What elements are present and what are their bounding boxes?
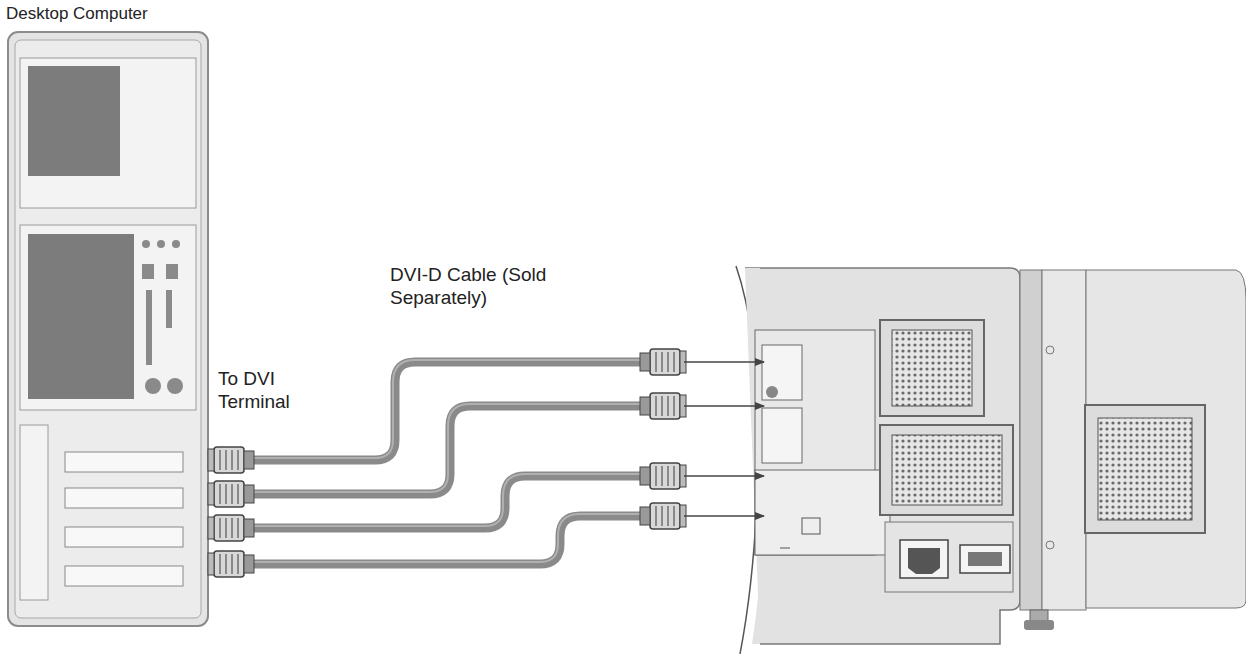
computer-node: Desktop Computer: [6, 4, 210, 628]
dvi-plug: [208, 447, 254, 473]
terminal-label: To DVI Terminal: [218, 368, 316, 414]
cable-label: DVI-D Cable (Sold Separately): [390, 264, 558, 310]
dvi-plug: [640, 349, 686, 375]
dvi-connector: [640, 349, 686, 529]
dvi-plug: [640, 503, 686, 529]
dvi-connector: [208, 447, 254, 577]
dvi-cable: [250, 362, 640, 564]
dvi-plug: [640, 463, 686, 489]
insert-arrow: [684, 362, 764, 516]
dvi-plug: [208, 515, 254, 541]
computer-tower: [8, 32, 208, 626]
cable-highlight: [250, 360, 640, 562]
dvi-plug: [640, 393, 686, 419]
node-heading: Desktop Computer: [6, 4, 210, 24]
dvi-plug: [208, 551, 254, 577]
projector-rear: [724, 266, 1246, 654]
dvi-plug: [208, 481, 254, 507]
